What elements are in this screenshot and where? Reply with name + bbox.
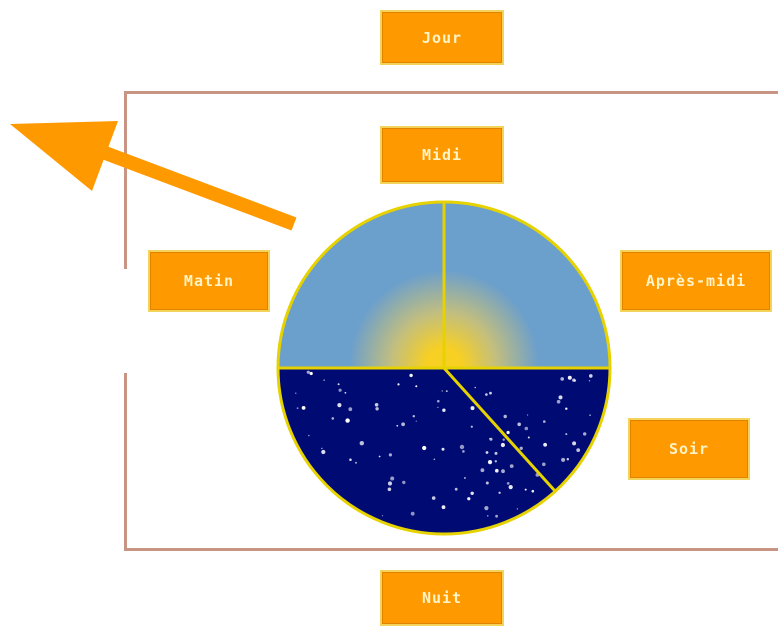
label-jour[interactable]: Jour [380,10,504,65]
label-nuit[interactable]: Nuit [380,570,504,626]
label-apres-midi[interactable]: Après-midi [620,250,772,312]
arrow-icon [10,121,294,224]
label-matin[interactable]: Matin [148,250,270,312]
label-soir[interactable]: Soir [628,418,750,480]
label-midi[interactable]: Midi [380,126,504,184]
